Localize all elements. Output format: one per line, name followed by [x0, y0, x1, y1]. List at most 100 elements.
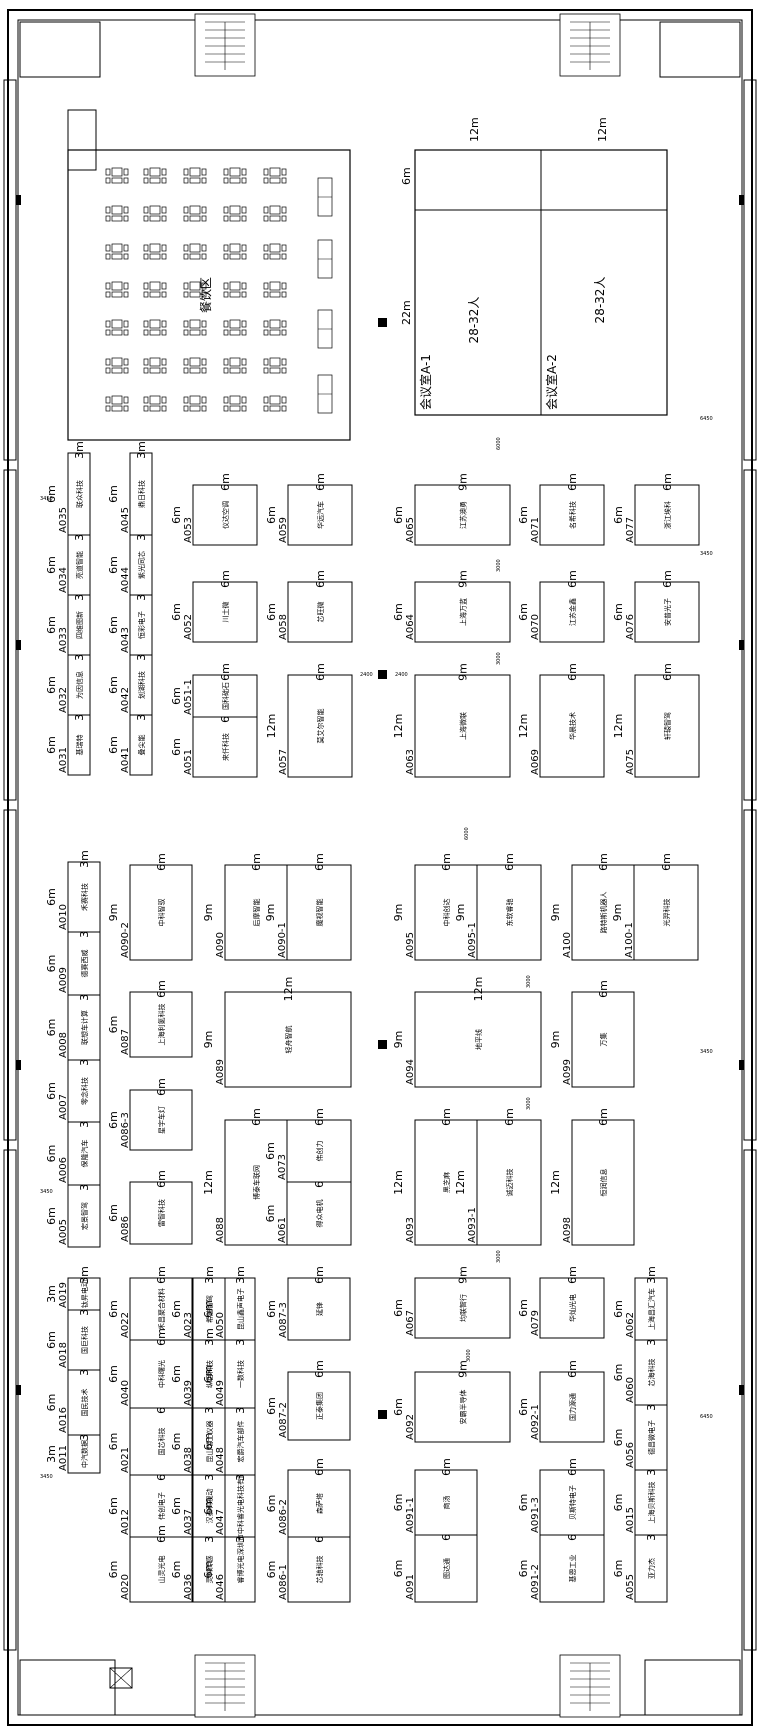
booth-outline[interactable] — [634, 674, 700, 778]
booth-outline[interactable] — [129, 1474, 193, 1538]
booth-outline[interactable] — [539, 1371, 605, 1443]
booth-outline[interactable] — [129, 991, 193, 1058]
booth[interactable]: A015上海贝斯科技3m6m — [612, 1458, 668, 1536]
booth-outline[interactable] — [476, 1119, 542, 1246]
booth[interactable]: A005宏景智驾3m6m — [45, 1173, 101, 1248]
booth-outline[interactable] — [539, 581, 605, 643]
booth[interactable]: A007零念科技3m6m — [45, 1048, 101, 1123]
booth-outline[interactable] — [633, 864, 699, 961]
booth-outline[interactable] — [192, 674, 258, 718]
booth-outline[interactable] — [634, 484, 700, 546]
booth-outline[interactable] — [414, 1371, 511, 1443]
booth-outline[interactable] — [634, 1339, 668, 1406]
booth-outline[interactable] — [129, 1339, 193, 1409]
booth-outline[interactable] — [634, 1469, 668, 1536]
booth-outline[interactable] — [67, 1369, 101, 1436]
booth-outline[interactable] — [539, 1534, 605, 1603]
booth-outline[interactable] — [129, 1089, 193, 1151]
booth-outline[interactable] — [414, 1534, 478, 1603]
booth-outline[interactable] — [539, 1277, 605, 1339]
booth-outline[interactable] — [224, 991, 352, 1088]
booth[interactable]: A006保隆汽车3m6m — [45, 1110, 101, 1186]
booth-outline[interactable] — [414, 484, 511, 546]
booth-outline[interactable] — [224, 1277, 256, 1341]
booth-outline[interactable] — [67, 452, 91, 536]
booth-outline[interactable] — [224, 1339, 256, 1409]
booth[interactable]: A047深圳市中科睿光电科技有限公司3m6m — [202, 1457, 256, 1555]
booth[interactable]: A049一数科技3m6m — [202, 1328, 256, 1409]
booth[interactable]: A046睿博光电3m6m — [202, 1525, 256, 1603]
booth-outline[interactable] — [67, 861, 101, 933]
booth-outline[interactable] — [67, 1184, 101, 1248]
booth[interactable]: A038昆山瑞士仪器3m6m — [170, 1396, 226, 1476]
booth-outline[interactable] — [634, 1534, 668, 1603]
booth-outline[interactable] — [67, 1277, 101, 1311]
booth-outline[interactable] — [634, 581, 700, 643]
booth-outline[interactable] — [571, 1119, 635, 1246]
booth-outline[interactable] — [67, 1121, 101, 1186]
booth-outline[interactable] — [224, 864, 288, 961]
booth[interactable]: A009德赛西威3m6m — [45, 920, 101, 996]
booth-outline[interactable] — [287, 1469, 351, 1538]
booth-outline[interactable] — [192, 716, 258, 778]
booth-outline[interactable] — [192, 581, 258, 643]
booth-outline[interactable] — [414, 1119, 478, 1246]
booth-outline[interactable] — [539, 1469, 605, 1536]
booth-outline[interactable] — [287, 1277, 351, 1341]
booth-outline[interactable] — [129, 1536, 193, 1603]
booth-outline[interactable] — [287, 581, 353, 643]
booth-outline[interactable] — [414, 1469, 478, 1536]
booth-outline[interactable] — [414, 581, 511, 643]
booth[interactable]: A044紫光同芯3m6m — [107, 523, 153, 596]
booth-outline[interactable] — [414, 674, 511, 778]
booth-outline[interactable] — [539, 674, 605, 778]
booth[interactable]: A091图达通6m6m — [392, 1523, 478, 1603]
booth[interactable]: A051来仟科技6m6m — [170, 705, 258, 778]
booth-outline[interactable] — [476, 864, 542, 961]
booth-outline[interactable] — [286, 1119, 352, 1183]
booth-outline[interactable] — [287, 674, 353, 778]
booth[interactable]: A021国芯科技6m6m — [107, 1396, 193, 1476]
booth-outline[interactable] — [286, 1181, 352, 1246]
booth[interactable]: A034亮道智能3m6m — [45, 523, 91, 596]
booth[interactable]: A016国民技术3m6m — [45, 1358, 101, 1436]
booth-outline[interactable] — [224, 1474, 256, 1538]
booth[interactable]: A012伟创电子6m6m — [107, 1463, 193, 1538]
booth-outline[interactable] — [129, 1181, 193, 1245]
booth-outline[interactable] — [287, 1371, 351, 1441]
booth-outline[interactable] — [539, 484, 605, 546]
